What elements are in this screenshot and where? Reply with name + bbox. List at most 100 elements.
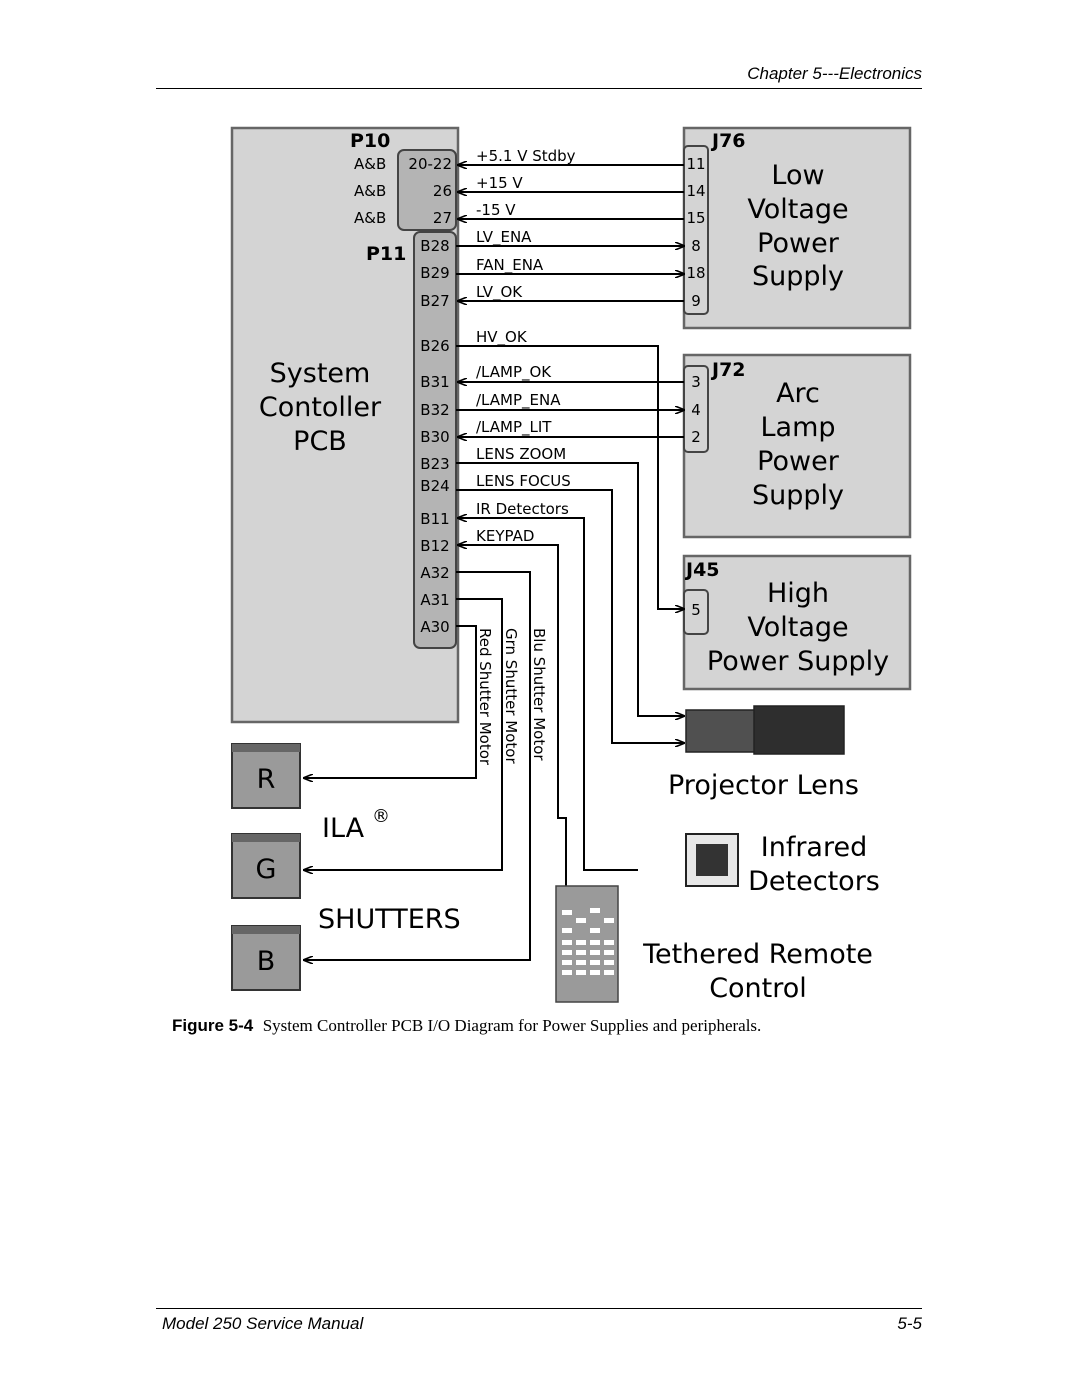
wire-lens-focus	[456, 489, 684, 743]
figure-caption-text: System Controller PCB I/O Diagram for Po…	[262, 1016, 762, 1035]
arc-lamp-title: Supply	[752, 480, 844, 511]
arc-lamp-title: Lamp	[760, 412, 835, 443]
p10-connector	[397, 149, 457, 231]
figure-caption: Figure 5-4 System Controller PCB I/O Dia…	[172, 1016, 932, 1036]
low-voltage-supply-box	[682, 126, 912, 330]
p11-pin: A32	[420, 564, 449, 582]
shutter-b-letter: B	[257, 946, 276, 977]
low-voltage-title: Supply	[752, 261, 844, 292]
infrared-label: Infrared	[761, 832, 867, 863]
p11-pin: B32	[420, 401, 449, 419]
signal-label: HV_OK	[476, 328, 528, 347]
grn-shutter-motor-label: Grn Shutter Motor	[502, 628, 520, 764]
io-diagram: P10 P11 A&B A&B A&B 20-22 26 27 System C…	[230, 126, 912, 1004]
remote-label: Tethered Remote	[642, 939, 873, 970]
p11-pin: B12	[420, 537, 449, 555]
signal-labels: +5.1 V Stdby +15 V -15 V LV_ENA FAN_ENA …	[476, 147, 576, 545]
p11-pin: B28	[420, 237, 449, 255]
wires	[304, 165, 684, 960]
p11-pin: A30	[420, 618, 449, 636]
shutter-r: R	[231, 743, 301, 809]
p11-pin-labels: B28 B29 B27 B26 B31 B32 B30 B23 B24 B11 …	[420, 237, 449, 636]
signal-label: +15 V	[476, 174, 523, 192]
ila-registered-mark: ®	[372, 806, 390, 827]
j72-label: J72	[710, 359, 746, 381]
projector-lens-label: Projector Lens	[668, 770, 859, 801]
j76-pin: 15	[686, 209, 705, 227]
signal-label: IR Detectors	[476, 500, 569, 518]
arc-lamp-title: Power	[757, 446, 840, 477]
wire-ir-detectors	[458, 518, 638, 871]
low-voltage-title: Low	[771, 160, 824, 191]
remote-label: Control	[709, 973, 807, 1004]
j72-pin: 4	[691, 401, 701, 419]
signal-label: +5.1 V Stdby	[476, 147, 576, 165]
j76-pin: 18	[686, 264, 705, 282]
p10-pin-0: 20-22	[408, 155, 452, 173]
p11-pin: B31	[420, 373, 449, 391]
high-voltage-title: High	[767, 578, 829, 609]
page-footer: Model 250 Service Manual 5-5	[156, 1308, 922, 1333]
wire-keypad	[458, 545, 567, 886]
shutter-g: G	[231, 833, 301, 899]
controller-title-1: System	[270, 358, 371, 389]
manual-title: Model 250 Service Manual	[162, 1314, 364, 1333]
j76-connector	[683, 145, 709, 315]
p10-group-1: A&B	[354, 182, 386, 200]
blu-shutter-motor-label: Blu Shutter Motor	[530, 628, 548, 761]
signal-label: KEYPAD	[476, 527, 534, 545]
controller-title-2: Contoller	[259, 392, 382, 423]
signal-label: LENS ZOOM	[476, 445, 566, 463]
signal-label: /LAMP_OK	[476, 363, 552, 382]
p11-pin: B26	[420, 337, 449, 355]
p11-pin: B29	[420, 264, 449, 282]
high-voltage-title: Power Supply	[707, 646, 889, 677]
wire-hv-ok	[456, 345, 684, 609]
page-header: Chapter 5---Electronics	[156, 64, 922, 89]
p11-pin: B30	[420, 428, 449, 446]
shutter-b: B	[231, 925, 301, 991]
signal-label: LENS FOCUS	[476, 472, 571, 490]
signal-label: FAN_ENA	[476, 256, 544, 275]
p11-label: P11	[366, 243, 406, 265]
wire-blu-shutter	[304, 571, 531, 960]
p10-pin-2: 27	[433, 209, 452, 227]
j76-pin: 11	[686, 155, 705, 173]
shutters-label: SHUTTERS	[318, 904, 461, 935]
shutter-g-letter: G	[256, 854, 277, 885]
high-voltage-supply-box	[682, 554, 912, 691]
p10-group-0: A&B	[354, 155, 386, 173]
low-voltage-title: Power	[757, 228, 840, 259]
p11-pin: B27	[420, 292, 449, 310]
signal-label: /LAMP_ENA	[476, 391, 561, 410]
p10-label: P10	[350, 130, 390, 152]
wire-lens-zoom	[456, 462, 684, 716]
j72-pin: 3	[691, 373, 701, 391]
remote-control-graphic	[555, 885, 619, 1003]
ila-label: ILA	[322, 813, 365, 844]
low-voltage-title: Voltage	[747, 194, 848, 225]
j45-pin: 5	[691, 601, 701, 619]
page-number: 5-5	[897, 1314, 922, 1333]
signal-label: /LAMP_LIT	[476, 418, 552, 437]
p11-pin: B23	[420, 455, 449, 473]
p11-pin: A31	[420, 591, 449, 609]
shutter-r-letter: R	[257, 764, 276, 795]
wire-red-shutter	[304, 625, 477, 778]
j76-label: J76	[710, 130, 746, 152]
j45-label: J45	[684, 559, 720, 581]
infrared-label: Detectors	[748, 866, 880, 897]
p11-pin: B24	[420, 477, 449, 495]
high-voltage-title: Voltage	[747, 612, 848, 643]
j76-pin: 8	[691, 237, 701, 255]
j72-pin: 2	[691, 428, 701, 446]
j76-pin: 14	[686, 182, 705, 200]
red-shutter-motor-label: Red Shutter Motor	[476, 628, 494, 766]
arc-lamp-title: Arc	[776, 378, 820, 409]
infrared-detector-graphic	[685, 833, 739, 887]
j76-pin: 9	[691, 292, 701, 310]
p11-connector	[413, 231, 457, 649]
wire-grn-shutter	[304, 598, 503, 870]
signal-label: LV_OK	[476, 283, 523, 302]
figure-number: Figure 5-4	[172, 1016, 254, 1035]
